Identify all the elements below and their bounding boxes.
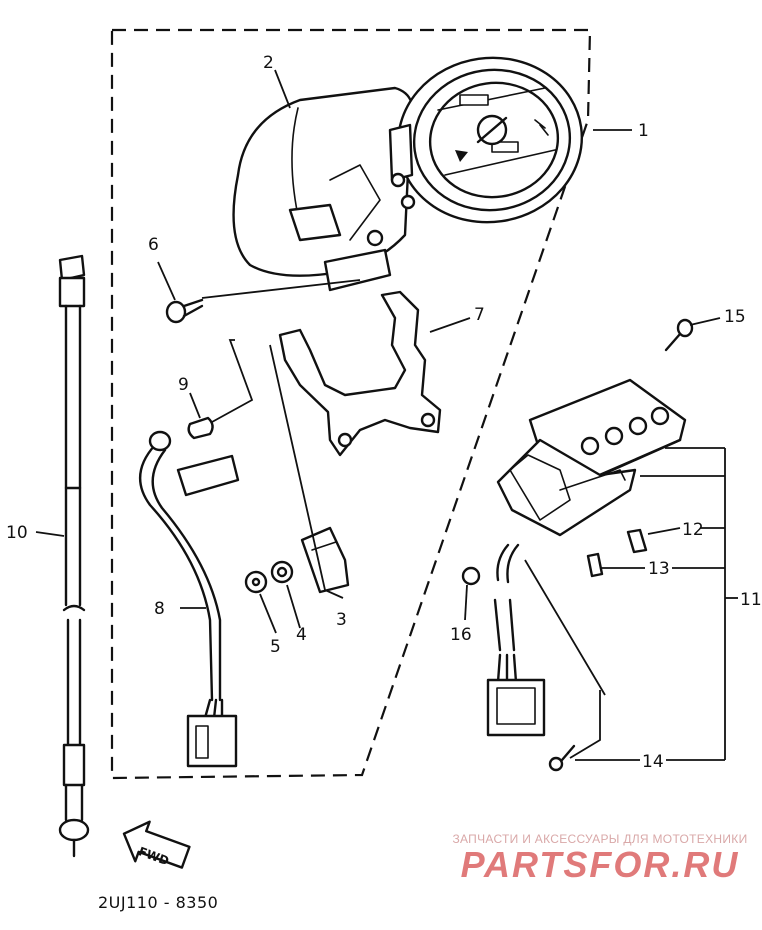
grommet-16: [461, 566, 481, 586]
watermark: ЗАПЧАСТИ И АКСЕССУАРЫ ДЛЯ МОТОТЕХНИКИ PA…: [440, 832, 760, 884]
screw-15: [664, 318, 694, 352]
fwd-arrow: [122, 820, 191, 869]
callout-1: 1: [638, 121, 649, 141]
callout-7: 7: [474, 305, 485, 325]
part-number: 2UJ110 - 8350: [98, 893, 218, 912]
callout-8: 8: [154, 599, 165, 619]
callout-16: 16: [450, 625, 472, 645]
callout-12: 12: [682, 520, 704, 540]
callout-5: 5: [270, 637, 281, 657]
watermark-logo: PARTSFOR.RU: [460, 844, 740, 885]
bulb-12: [626, 528, 648, 554]
screw-14: [548, 744, 576, 772]
speedometer: [388, 56, 584, 224]
speedometer-cable: [58, 254, 90, 858]
callout-6: 6: [148, 235, 159, 255]
callout-10: 10: [6, 523, 28, 543]
indicator-bulb-9: [187, 416, 214, 440]
callout-14: 14: [642, 752, 664, 772]
meter-housing: [232, 86, 415, 292]
callout-11: 11: [740, 590, 762, 610]
indicator-light-assembly: [486, 378, 687, 737]
callout-4: 4: [296, 625, 307, 645]
washer-5: [244, 570, 268, 594]
screw-6: [165, 298, 204, 324]
callout-13: 13: [648, 559, 670, 579]
meter-bracket: [278, 290, 442, 457]
lead-wire-harness: [138, 430, 240, 768]
washer-4: [270, 560, 294, 584]
bulb-13: [586, 552, 604, 578]
callout-15: 15: [724, 307, 746, 327]
leader-lines: [35, 69, 738, 761]
watermark-tagline: ЗАПЧАСТИ И АКСЕССУАРЫ ДЛЯ МОТОТЕХНИКИ: [452, 832, 748, 846]
callout-9: 9: [178, 375, 189, 395]
assembly-boundary: [110, 28, 592, 780]
callout-3: 3: [336, 610, 347, 630]
grommet-3: [300, 526, 350, 594]
callout-2: 2: [263, 53, 274, 73]
